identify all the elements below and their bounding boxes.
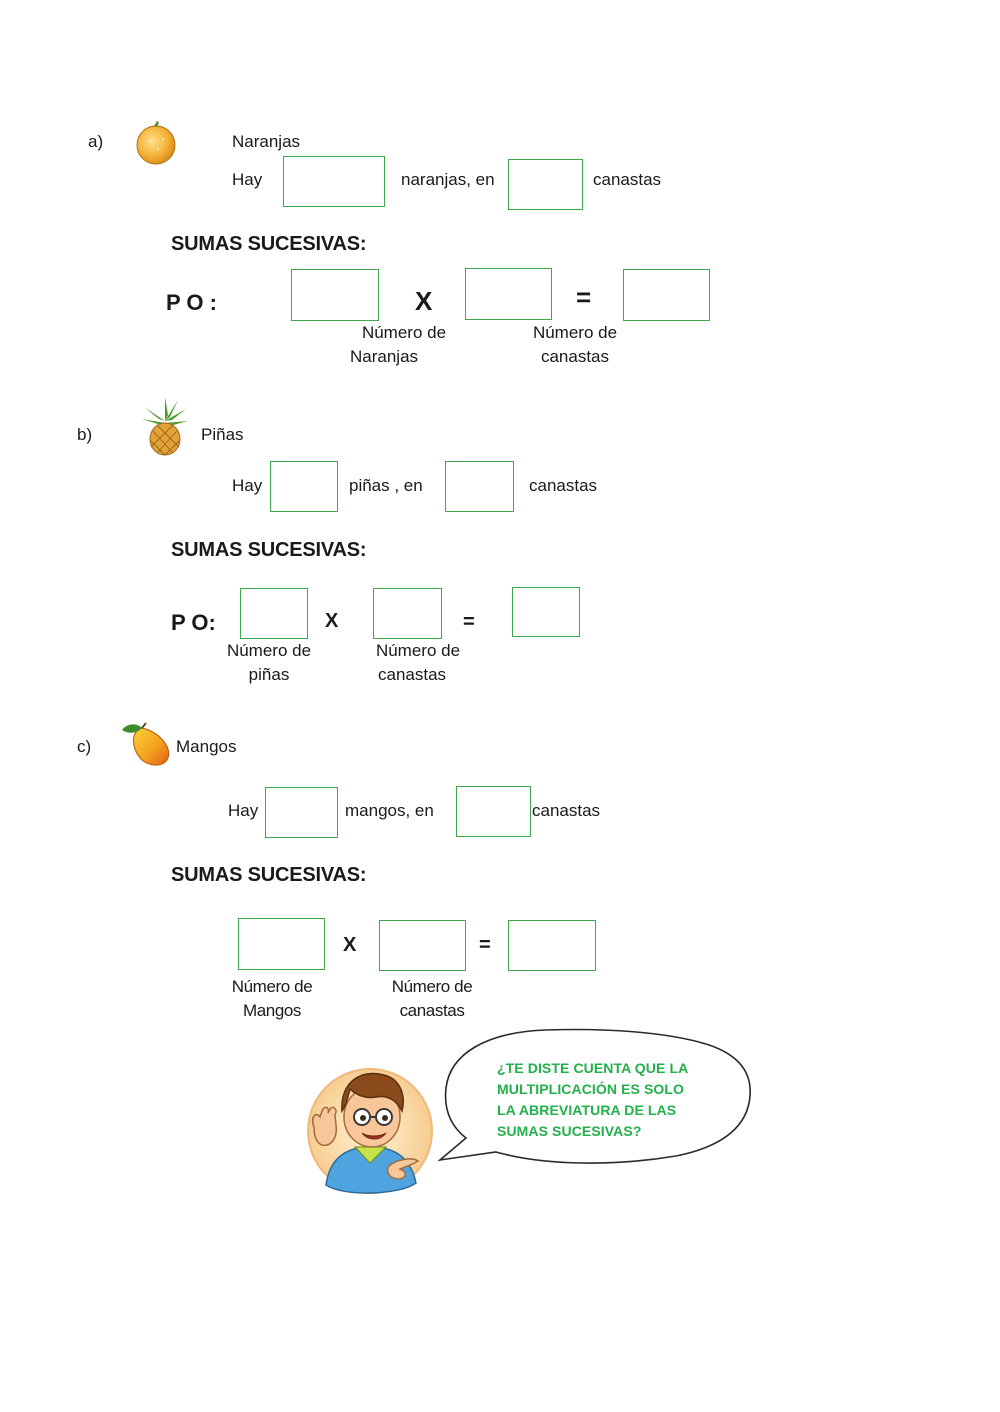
label-line: Número de — [532, 323, 618, 342]
basket-count-input[interactable] — [456, 786, 531, 837]
label-line: canastas — [378, 665, 447, 684]
equals-sign: = — [479, 934, 491, 956]
times-sign: X — [325, 610, 339, 632]
label-line: Número de — [391, 977, 473, 996]
fruit-name-text: mangos, en — [345, 801, 434, 820]
boy-with-glasses-icon — [307, 1068, 433, 1194]
label-line: canastas — [540, 347, 610, 366]
equals-sign: = — [463, 611, 475, 633]
factor1-label: Número de Mangos — [202, 975, 342, 1023]
basket-count-input[interactable] — [445, 461, 514, 512]
label-line: piñas — [248, 665, 290, 684]
product-input[interactable] — [508, 920, 596, 971]
factor2-label: Número de canastas — [505, 321, 645, 369]
hay-text: Hay — [232, 476, 263, 495]
times-sign: X — [343, 934, 357, 956]
factor1-input[interactable] — [238, 918, 325, 970]
sumas-sucesivas-heading: SUMAS SUCESIVAS: — [171, 233, 367, 255]
po-label: P O : — [166, 290, 217, 315]
factor1-input[interactable] — [240, 588, 308, 639]
fruit-title: Piñas — [201, 425, 244, 444]
factor2-input[interactable] — [379, 920, 466, 971]
canastas-text: canastas — [593, 170, 662, 189]
fruit-name-text: piñas , en — [349, 476, 423, 495]
product-input[interactable] — [512, 587, 580, 637]
fruit-count-input[interactable] — [283, 156, 385, 207]
factor1-label: Número de Naranjas — [334, 321, 474, 369]
equals-sign: = — [576, 282, 592, 312]
label-line: Número de — [361, 323, 447, 342]
fruit-count-input[interactable] — [265, 787, 338, 838]
label-line: Número de — [375, 641, 461, 660]
factor2-label: Número de canastas — [348, 639, 488, 687]
factor1-label: Número de piñas — [199, 639, 339, 687]
basket-count-input[interactable] — [508, 159, 583, 210]
fruit-name-text: naranjas, en — [401, 170, 495, 189]
speech-bubble — [437, 1028, 751, 1164]
bubble-line: ¿TE DISTE CUENTA QUE LA — [497, 1060, 689, 1076]
factor2-label: Número de canastas — [362, 975, 502, 1023]
label-line: Número de — [231, 977, 313, 996]
label-line: Número de — [226, 641, 312, 660]
label-line: Naranjas — [350, 347, 419, 366]
section-letter: a) — [88, 132, 104, 151]
fruit-title: Naranjas — [232, 132, 301, 151]
pineapple-icon — [142, 397, 188, 456]
sumas-sucesivas-heading: SUMAS SUCESIVAS: — [171, 864, 367, 886]
sumas-sucesivas-heading: SUMAS SUCESIVAS: — [171, 539, 367, 561]
section-letter: c) — [77, 737, 92, 756]
orange-icon — [136, 121, 176, 165]
po-label: P O: — [171, 610, 216, 635]
bubble-line: LA ABREVIATURA DE LAS — [497, 1102, 677, 1118]
label-line: canastas — [399, 1001, 465, 1020]
label-line: Mangos — [242, 1001, 302, 1020]
bubble-line: MULTIPLICACIÓN ES SOLO — [497, 1081, 685, 1097]
hay-text: Hay — [232, 170, 263, 189]
bubble-line: SUMAS SUCESIVAS? — [497, 1123, 642, 1139]
fruit-count-input[interactable] — [270, 461, 338, 512]
mango-icon — [122, 722, 170, 766]
factor2-input[interactable] — [465, 268, 552, 320]
hay-text: Hay — [228, 801, 259, 820]
factor2-input[interactable] — [373, 588, 442, 639]
canastas-text: canastas — [529, 476, 598, 495]
fruit-title: Mangos — [176, 737, 237, 756]
times-sign: X — [415, 286, 433, 316]
factor1-input[interactable] — [291, 269, 379, 321]
product-input[interactable] — [623, 269, 710, 321]
bubble-text: ¿TE DISTE CUENTA QUE LA MULTIPLICACIÓN E… — [497, 1058, 688, 1142]
canastas-text: canastas — [532, 801, 601, 820]
section-letter: b) — [77, 425, 93, 444]
